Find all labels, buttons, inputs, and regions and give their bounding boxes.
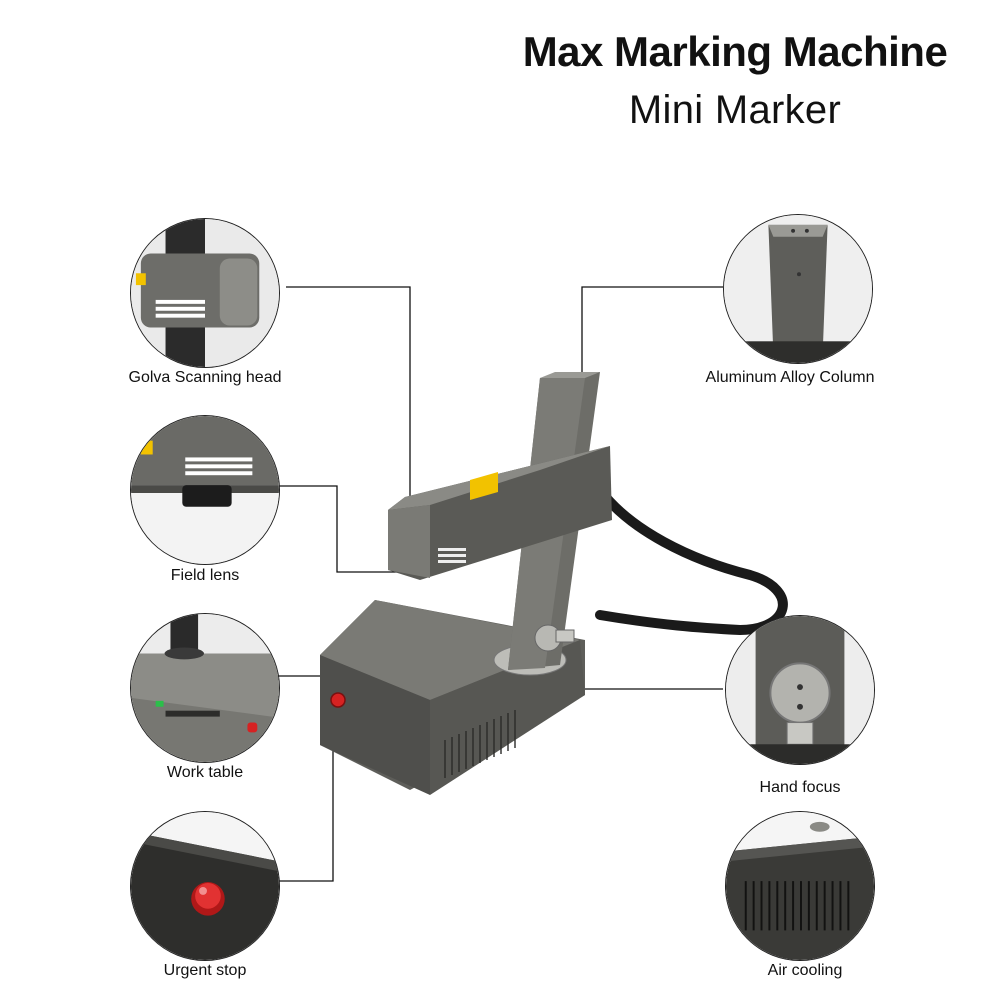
label-hand-focus: Hand focus — [759, 779, 841, 796]
label-air-cooling: Air cooling — [767, 962, 843, 979]
hand-focus-closeup-icon — [726, 616, 874, 764]
label-work-table: Work table — [166, 764, 244, 781]
fiber-cable — [595, 485, 788, 636]
label-column: Aluminum Alloy Column — [705, 369, 875, 386]
hand-focus-knob-icon — [534, 624, 575, 652]
base-vent-grille — [444, 710, 516, 778]
product-title: Max Marking Machine — [522, 28, 948, 75]
callout-field-lens — [130, 415, 280, 565]
work-table-closeup-icon — [131, 614, 279, 762]
callout-hand-focus — [725, 615, 875, 765]
product-subtitle: Mini Marker — [628, 88, 842, 132]
callout-column — [723, 214, 873, 364]
callout-urgent-stop — [130, 811, 280, 961]
label-field-lens: Field lens — [170, 567, 240, 584]
callout-scan-head — [130, 218, 280, 368]
leader-urgent-stop — [278, 705, 334, 882]
urgent-stop-closeup-icon — [131, 812, 279, 960]
callout-work-table — [130, 613, 280, 763]
air-cooling-closeup-icon — [726, 812, 874, 960]
stop-button-icon — [330, 692, 346, 708]
scanning-head — [388, 446, 612, 580]
callout-air-cooling — [725, 811, 875, 961]
leader-scan-head — [286, 286, 411, 500]
label-urgent-stop: Urgent stop — [163, 962, 247, 979]
field-lens-closeup-icon — [131, 416, 279, 564]
scan-head-closeup-icon — [131, 219, 279, 367]
column-closeup-icon — [724, 215, 872, 363]
label-scan-head: Golva Scanning head — [128, 369, 282, 386]
leader-column — [581, 286, 723, 372]
leader-field-lens — [278, 485, 440, 573]
head-vent-slots — [438, 548, 466, 563]
